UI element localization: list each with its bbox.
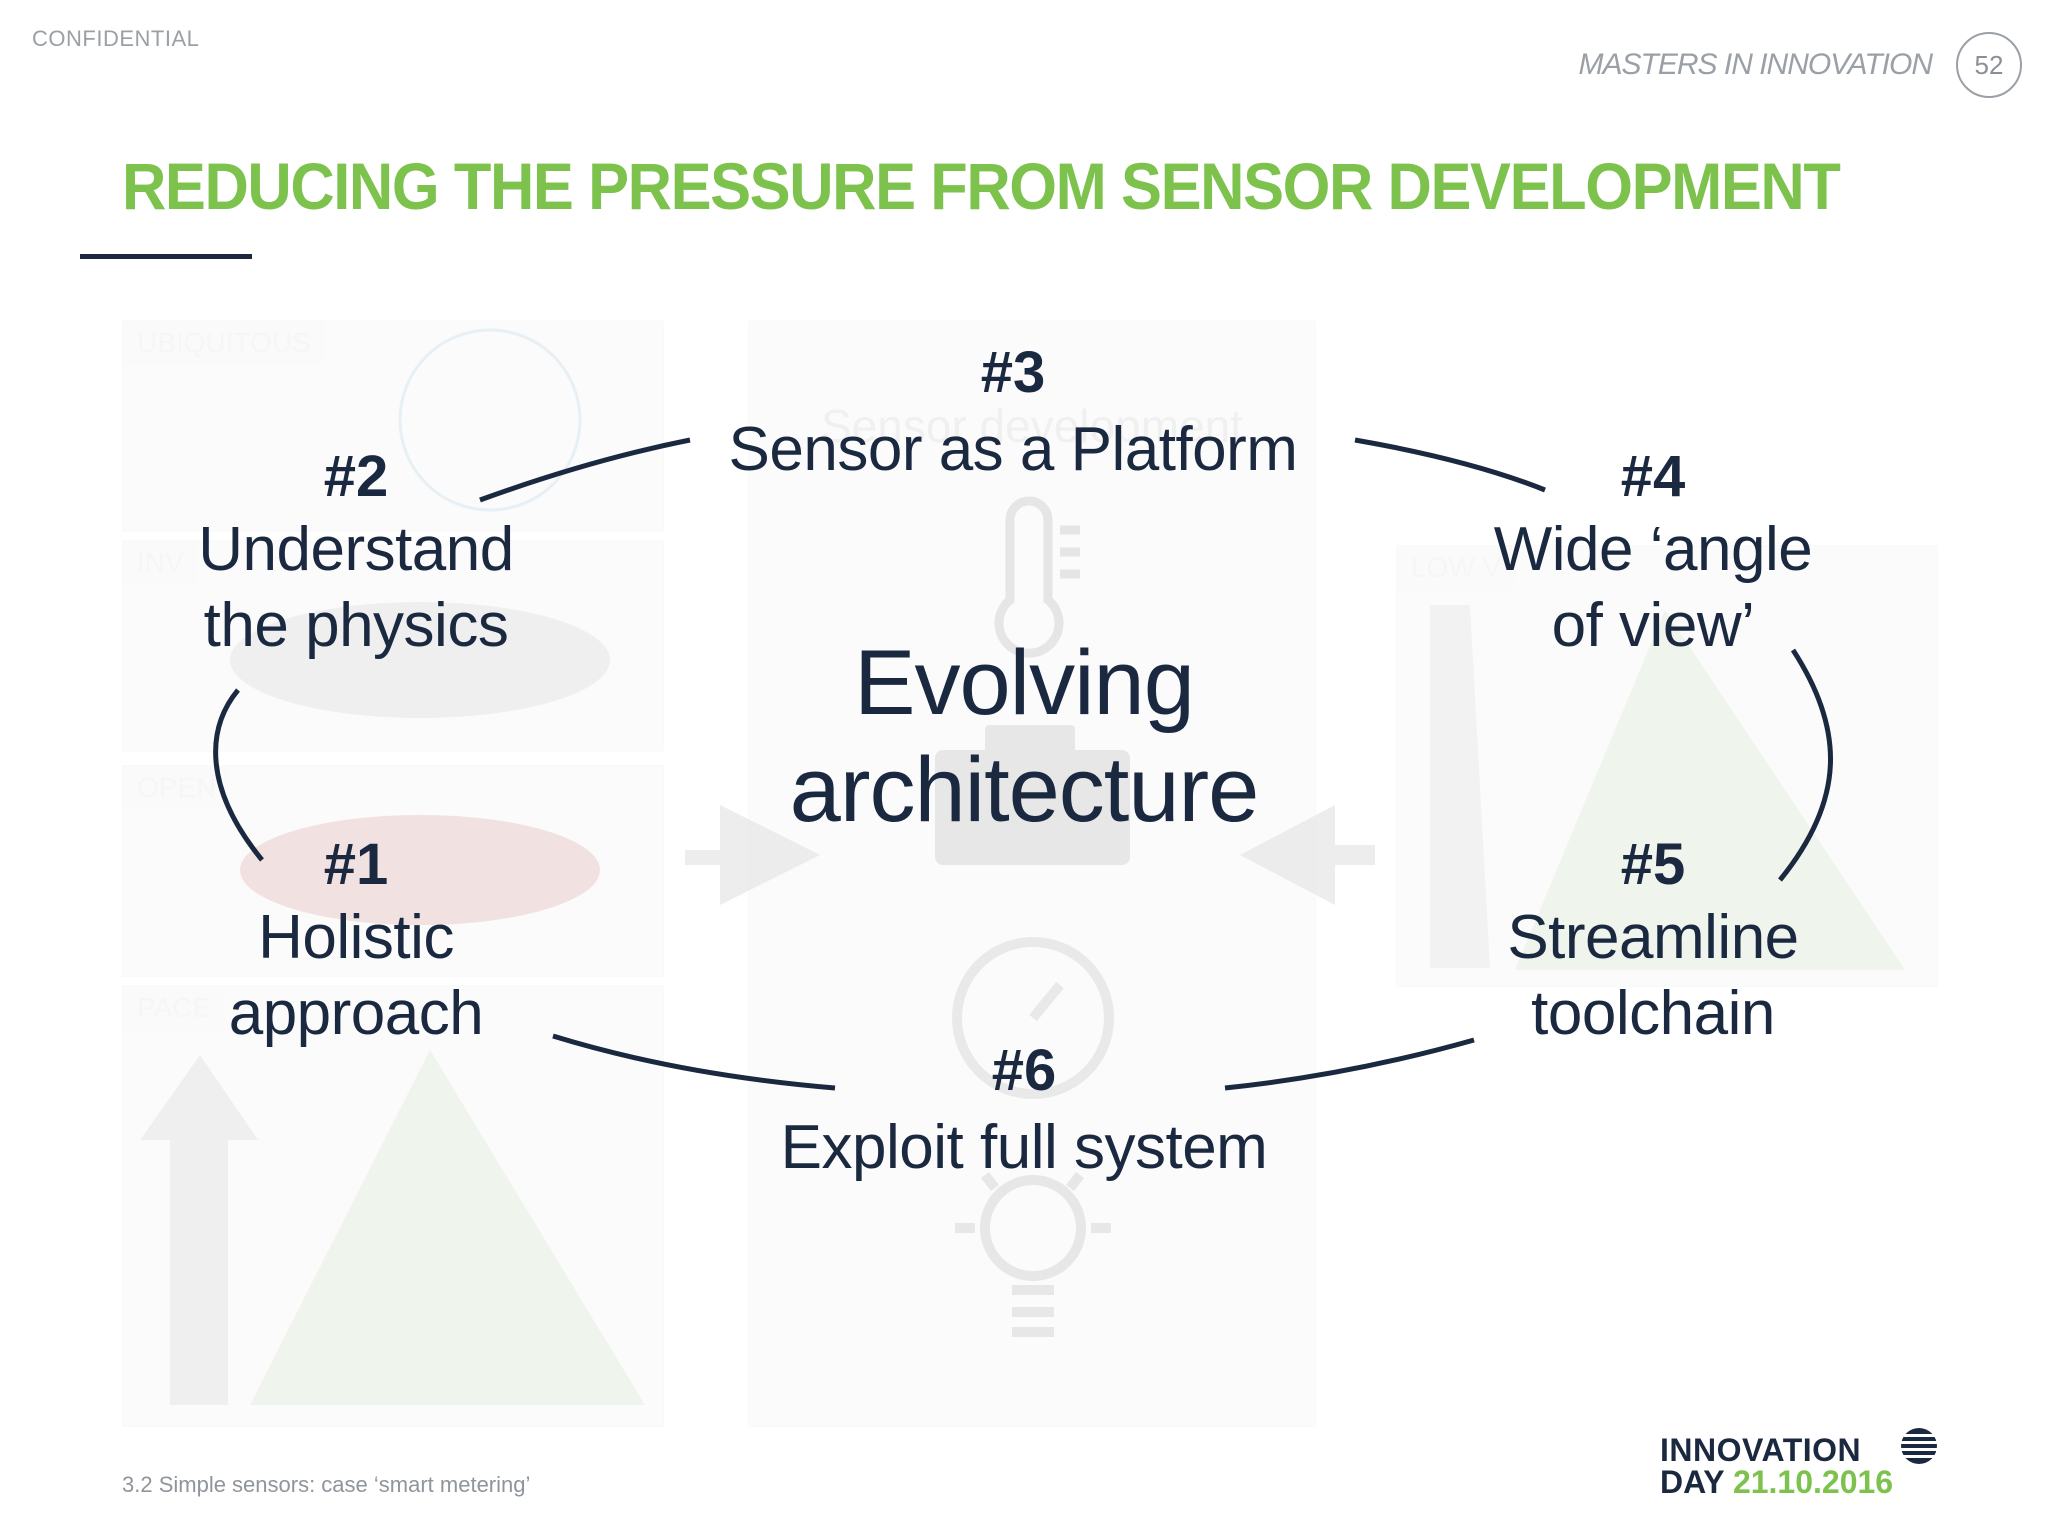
background-label-inv: INV	[123, 541, 198, 585]
camera-icon	[935, 725, 1130, 865]
step-4: #4 Wide ‘angle of view’	[1453, 448, 1853, 663]
page-number: 52	[1956, 32, 2022, 98]
striped-globe-icon	[1899, 1428, 1940, 1464]
slide-title: REDUCING THE PRESSURE FROM SENSOR DEVELO…	[122, 149, 1841, 223]
left-arrow-icon	[1240, 805, 1375, 905]
up-arrow-icon	[140, 1055, 258, 1405]
step-1: #1 Holistic approach	[156, 836, 556, 1051]
background-label-sensor-development: Sensor development	[821, 400, 1243, 452]
step-3-label: Sensor as a Platform	[728, 415, 1298, 484]
background-label-open: OPEN	[123, 766, 231, 810]
arc-2-to-3	[479, 437, 691, 503]
lightbulb-icon	[955, 1171, 1111, 1337]
background-label-pace: PACE	[123, 986, 226, 1030]
pyramid-icon	[250, 1050, 645, 1405]
thermometer-icon	[994, 496, 1080, 658]
logo-date-text: 21.10.2016	[1732, 1464, 1894, 1500]
step-5-number: #5	[1620, 832, 1686, 897]
logo-innovation-text: INNOVATION	[1660, 1432, 1862, 1468]
center-heading: Evolving architecture	[724, 630, 1324, 843]
step-2: #2 Understand the physics	[156, 448, 556, 663]
background-label-ubiquitous: UBIQUITOUS	[123, 321, 325, 365]
globe-icon	[398, 328, 582, 512]
step-1-label-line2: approach	[228, 978, 484, 1048]
step-2-label-line1: Understand	[198, 515, 514, 584]
step-1-number: #1	[323, 832, 389, 897]
masters-in-innovation-label: MASTERS IN INNOVATION	[1578, 48, 1933, 81]
gauge-icon	[952, 937, 1114, 1099]
arc-1-to-2	[213, 688, 264, 862]
arc-3-to-4	[1354, 437, 1546, 493]
title-underline	[80, 254, 252, 259]
step-5-label-line2: toolchain	[1531, 978, 1775, 1048]
car-silhouette-icon	[230, 602, 610, 718]
step-2-label-line2: the physics	[203, 590, 509, 660]
background-label-low: LOW V	[1397, 546, 1516, 590]
arc-5-to-6	[1224, 1037, 1475, 1091]
step-6-label: Exploit full system	[780, 1113, 1268, 1182]
arc-6-to-1	[552, 1033, 836, 1091]
logo-day-text: DAY	[1660, 1464, 1725, 1500]
step-6-number: #6	[991, 1038, 1057, 1103]
confidential-label: CONFIDENTIAL	[32, 26, 200, 51]
step-3: #3 Sensor as a Platform	[713, 344, 1313, 488]
background-panel-center: Sensor development	[748, 320, 1316, 1427]
center-heading-line1: Evolving	[854, 632, 1195, 734]
background-panel-inv: INV	[122, 540, 664, 752]
step-2-number: #2	[323, 444, 389, 509]
background-panel-open: OPEN	[122, 765, 664, 977]
right-arrow-icon	[685, 805, 820, 905]
vertical-bar-icon	[1430, 605, 1490, 968]
arc-4-to-5	[1778, 648, 1834, 882]
step-6: #6 Exploit full system	[724, 1042, 1324, 1186]
step-4-number: #4	[1620, 444, 1686, 509]
pyramid-icon	[1515, 610, 1905, 970]
background-panel-ubiquitous: UBIQUITOUS	[122, 320, 664, 532]
red-car-silhouette-icon	[240, 815, 600, 925]
step-4-label-line1: Wide ‘angle	[1493, 515, 1813, 584]
step-4-label-line2: of view’	[1551, 590, 1755, 660]
innovation-day-logo: INNOVATION DAY 21.10.2016	[1660, 1428, 1940, 1500]
footer-note: 3.2 Simple sensors: case ‘smart metering…	[122, 1472, 531, 1497]
step-3-number: #3	[980, 340, 1046, 405]
center-heading-line2: architecture	[789, 738, 1260, 841]
step-5: #5 Streamline toolchain	[1453, 836, 1853, 1051]
step-5-label-line1: Streamline	[1507, 903, 1799, 972]
step-1-label-line1: Holistic	[258, 903, 454, 972]
